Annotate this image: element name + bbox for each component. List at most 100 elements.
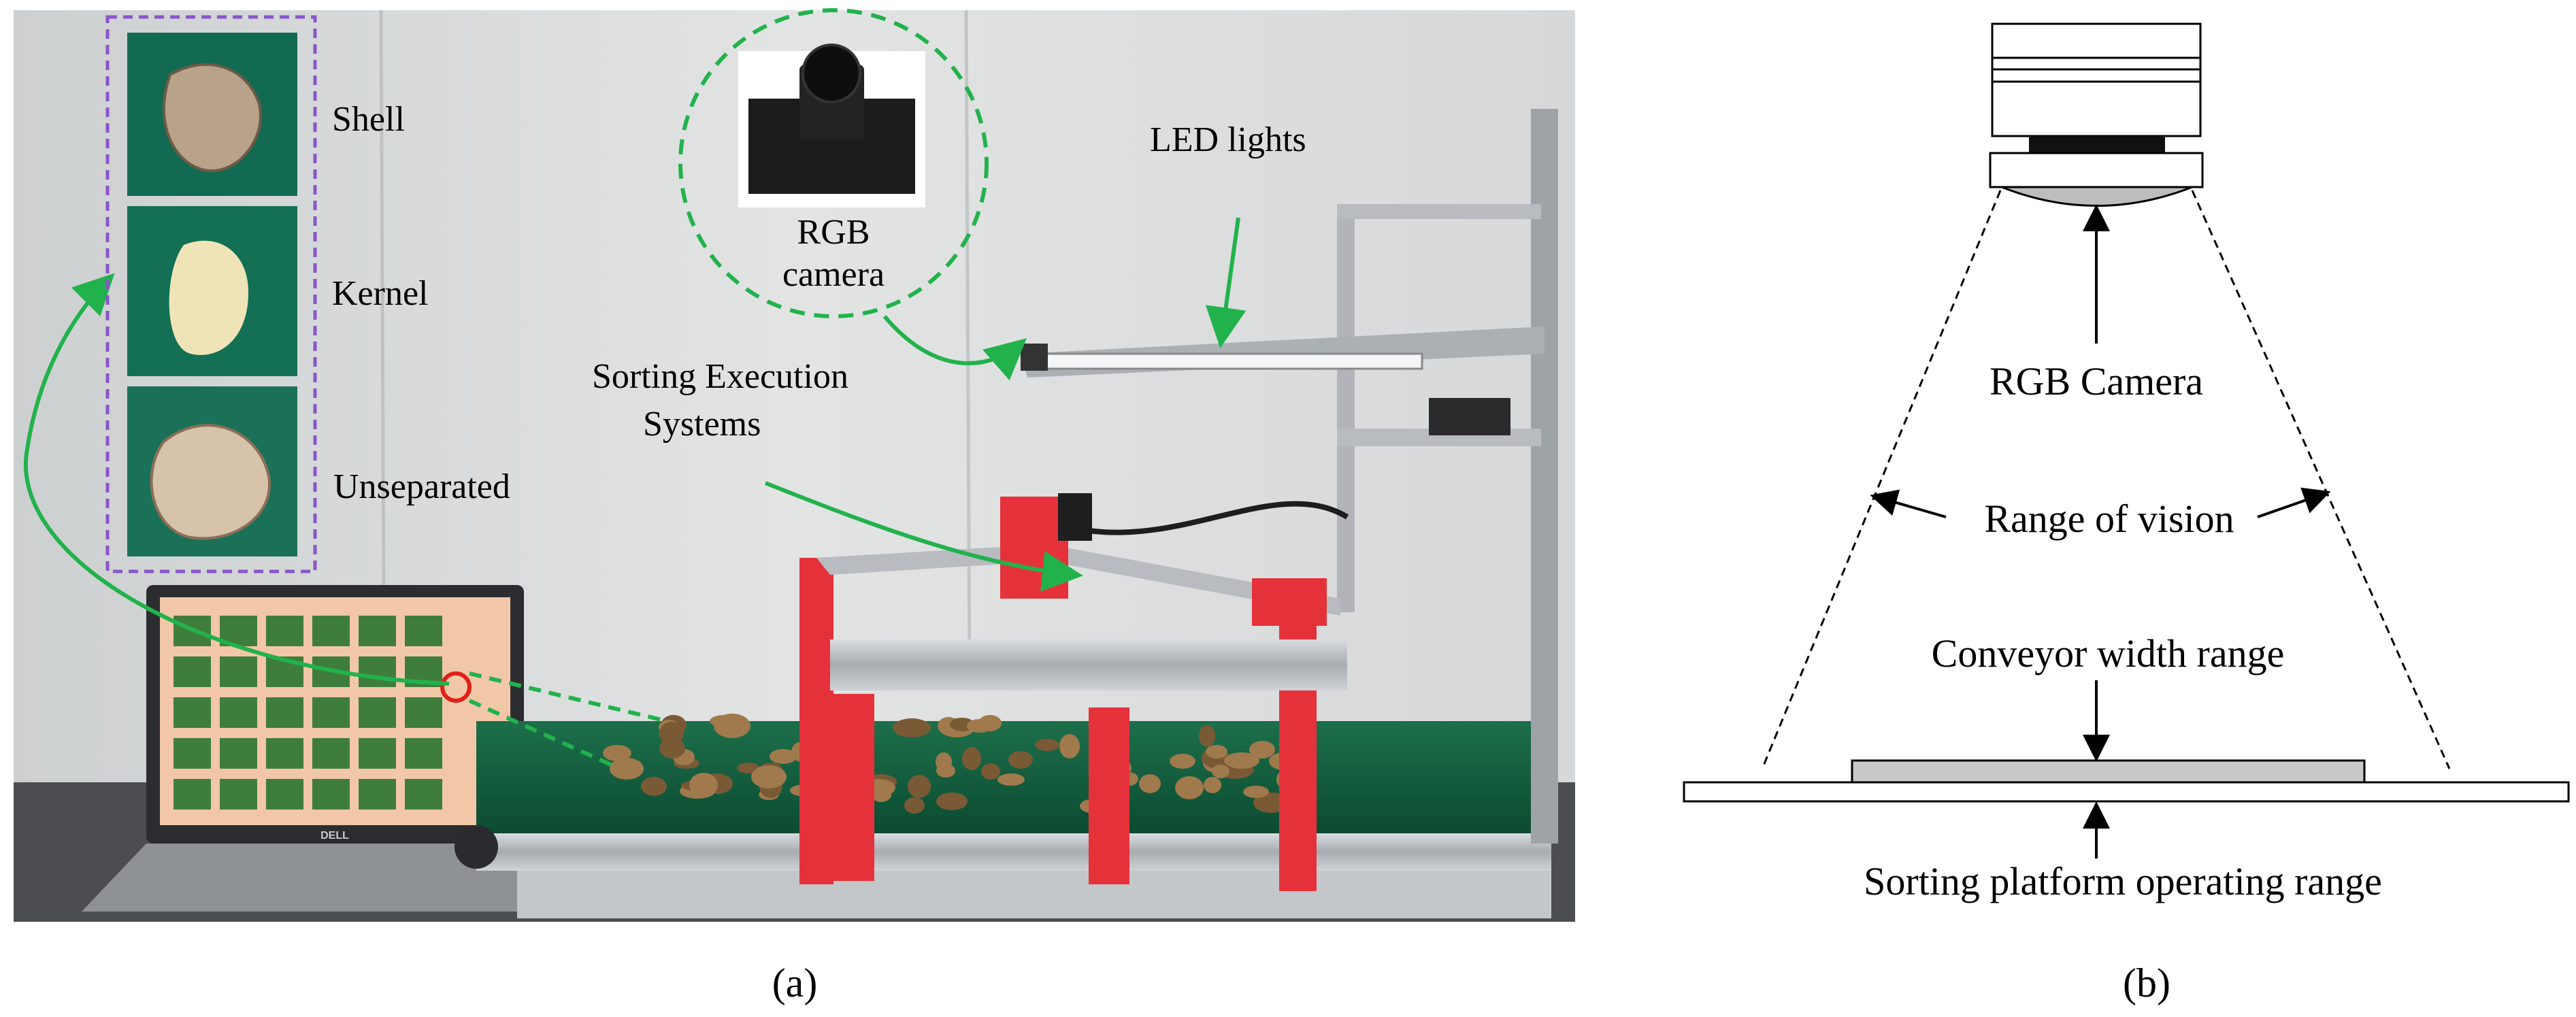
walnut-piece [641,777,667,796]
gantry-back-post [1337,204,1355,612]
led-label-arrow [1205,217,1246,348]
robot-mid-leg-front [833,694,874,881]
robot-right-leg [1279,592,1317,891]
panel-a-caption: (a) [772,961,818,1005]
screen-thumbnail [266,779,303,810]
laptop-keyboard-deck [82,844,572,912]
screen-thumbnail [312,616,350,646]
camera-callout: RGB camera [678,8,989,318]
walnut-piece [1199,725,1215,747]
robot-left-leg [799,558,833,884]
kernel-label: Kernel [332,274,428,313]
unseparated-piece [150,424,271,540]
walnut-piece [967,719,993,733]
red-selection-marker [440,671,472,703]
conveyor-width-label: Conveyor width range [1932,631,2285,676]
sorting-label-arrow [764,481,1083,592]
annotation-arrows [24,217,1246,767]
walnut-piece [1139,774,1161,793]
walnut-piece [893,718,931,737]
walnut-piece [1170,754,1195,769]
camera-housing [1991,22,2202,137]
robot-front-beam [830,639,1347,690]
camera-to-led-arrow [882,315,1027,381]
camera-lens-dome [2001,186,2193,207]
vision-right-arrow [2257,487,2331,518]
walnut-piece [1008,751,1033,769]
walnut-piece [904,797,925,814]
conveyor-frame [476,833,1551,871]
screen-thumbnail [220,738,257,769]
screen-thumbnail [220,656,257,687]
camera-mount [1989,152,2204,188]
screen-to-inset-arrow [24,273,450,686]
robot-end-block [1252,578,1327,626]
screen-thumbnail [359,779,396,810]
screen-thumbnail [359,616,396,646]
control-box [1429,398,1510,435]
screen-thumbnail [405,697,442,728]
screen-thumbnail [266,616,303,646]
robot-cable [1088,501,1349,535]
unseparated-sample [127,386,297,556]
gantry-right-post [1531,109,1558,844]
walnut-piece [710,715,740,727]
screen-thumbnail [266,697,303,728]
camera-label-line1: RGB [797,213,870,252]
laptop-to-belt-dash-upper [469,671,667,723]
unseparated-label: Unseparated [333,467,510,506]
screen-thumbnail [312,697,350,728]
laptop: DELL [82,585,572,912]
walnut-piece [1249,741,1275,758]
screen-thumbnail [312,738,350,769]
led-end-cap [1021,344,1048,371]
sorting-system-label-line2: Systems [643,405,761,444]
screen-thumbnail [174,779,211,810]
walnut-piece [610,758,644,780]
vision-left-edge [1761,190,2002,769]
sample-inset: Shell Kernel Unseparated [105,15,510,573]
rgb-camera-label: RGB Camera [1989,359,2203,403]
conveyor-roller [455,825,498,869]
screen-thumbnail [220,779,257,810]
walnut-piece [603,745,631,761]
walnut-piece [770,749,797,764]
screen-thumbnail [405,779,442,810]
panel-b-caption: (b) [2123,961,2170,1005]
screen-thumbnail [174,656,211,687]
led-light-bar [1021,327,1545,435]
sorting-platform-bar [1683,781,2570,803]
screen-thumbnail [174,738,211,769]
vision-left-arrow [1870,489,1947,518]
walnut-piece [1206,745,1227,758]
walnut-piece [659,738,685,758]
shell-piece [163,63,262,173]
aluminum-gantry [1337,109,1558,844]
walnut-piece [1243,786,1269,798]
led-lights-label: LED lights [1150,120,1306,159]
schematic-panel: RGB Camera Range of vision Conveyor widt… [1683,22,2570,903]
gantry-upper-bar [1337,204,1541,219]
robot-motor [1058,493,1092,541]
walnut-piece [936,793,968,810]
walnut-piece [981,763,1000,780]
screen-thumbnail [174,697,211,728]
camera-lens [802,44,861,103]
conveyor-lower-frame [517,871,1551,918]
kernel-piece [169,240,248,355]
walnut-piece [1175,776,1204,799]
range-of-vision-label: Range of vision [1984,497,2234,541]
laptop-to-belt-dash-lower [468,699,614,767]
vision-right-edge [2191,190,2451,769]
screen-thumbnail [359,697,396,728]
conveyor-width-bar [1851,759,2366,784]
sorting-system-label-line1: Sorting Execution [592,357,848,396]
walnut-piece [1204,777,1221,793]
walnut-piece [908,775,931,798]
walnut-piece [936,752,952,771]
screen-thumbnail [220,697,257,728]
walnut-piece [962,747,981,770]
photo-panel: DELL [14,8,1575,922]
shell-label: Shell [332,100,405,139]
walnut-piece [1224,752,1259,769]
